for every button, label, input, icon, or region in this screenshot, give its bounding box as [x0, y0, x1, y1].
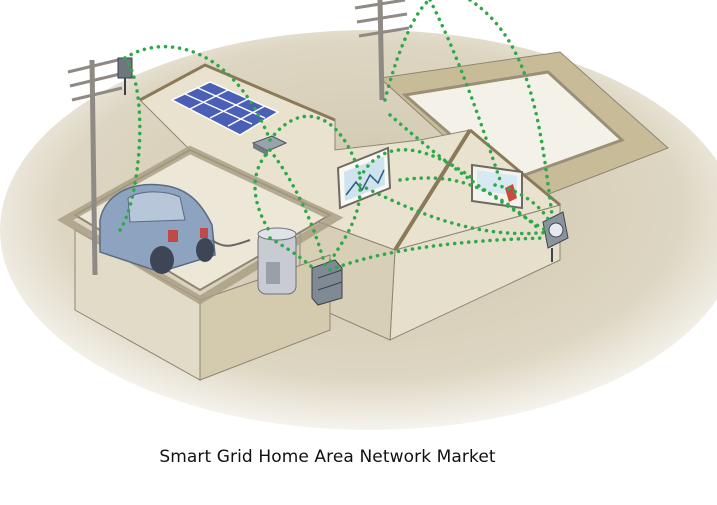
garage-wall-top [56, 145, 344, 305]
water-heater-icon [257, 227, 297, 295]
network-links [118, 0, 554, 272]
solar-panel-icon [170, 81, 280, 136]
charging-cable [211, 239, 251, 247]
inverter-icon [251, 135, 288, 156]
utility-pole-icon [354, 0, 410, 101]
home-gateway-icon [311, 259, 343, 306]
figure-caption: Smart Grid Home Area Network Market [159, 447, 496, 467]
electric-car-icon [99, 183, 216, 274]
roof-top-edge [139, 63, 336, 122]
home-area-network-illustration [0, 0, 717, 430]
smart-meter-icon [542, 211, 569, 262]
roof-ridge [393, 128, 472, 252]
energy-display-icon [336, 146, 392, 210]
roof-ridge-2 [469, 128, 561, 207]
utility-pole-icon [67, 58, 123, 276]
